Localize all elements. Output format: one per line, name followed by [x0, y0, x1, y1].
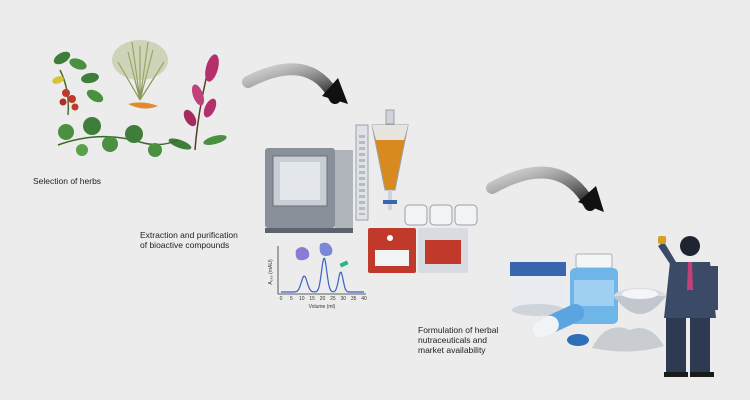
protein-blob-1: [295, 247, 310, 261]
arrow-head: [578, 186, 604, 212]
chrom-tick-labels: 0 5 10 15 20 25 30 35 40: [280, 296, 367, 302]
chrom-trace: [281, 257, 364, 293]
arrow-head: [322, 78, 348, 104]
businessman-icon: [658, 236, 718, 377]
chrom-tick-label: 0: [280, 296, 283, 302]
chrom-ylabel: A₂₈₀ (mAU): [268, 259, 274, 285]
step-herbs-label: Selection of herbs: [33, 176, 102, 186]
powder-pile-icon: [592, 327, 664, 352]
root-bush-icon: [112, 40, 168, 109]
chrom-xlabel: Volume (ml): [309, 304, 336, 310]
chromatography-icon: 0 5 10 15 20 25 30 35 40 Volume (ml) A₂₈₀ (mAU): [268, 242, 367, 310]
pump-icon: [368, 204, 478, 273]
protein-blob-2: [319, 242, 333, 256]
chrom-tick-label: 15: [309, 296, 315, 302]
step-extraction-label: Extraction and purification of bioactive…: [140, 230, 238, 250]
chrom-tick-label: 30: [340, 296, 346, 302]
vine-icon: [57, 117, 179, 157]
molecule-blob: [339, 260, 349, 268]
chrom-tick-label: 35: [351, 296, 357, 302]
chrom-tick-label: 40: [361, 296, 367, 302]
chrom-tick-label: 25: [330, 296, 336, 302]
curved-arrow-icon: [486, 166, 596, 211]
step-formulation-label: Formulation of herbal nutraceuticals and…: [418, 325, 499, 355]
amaranth-icon: [168, 54, 227, 151]
chrom-tick-label: 10: [299, 296, 305, 302]
jar-icon: [510, 262, 566, 316]
curved-arrow-icon: [242, 63, 341, 104]
chrom-tick-label: 5: [290, 296, 293, 302]
instrument-icon: [265, 148, 353, 233]
berry-sprig-icon: [52, 51, 104, 116]
herbs-icon: [52, 40, 227, 157]
capsule-icon: [531, 303, 589, 346]
products-group: [510, 253, 666, 352]
separatory-funnel-icon: [355, 109, 409, 221]
bowl-icon: [614, 288, 666, 314]
chrom-tick-label: 20: [320, 296, 326, 302]
